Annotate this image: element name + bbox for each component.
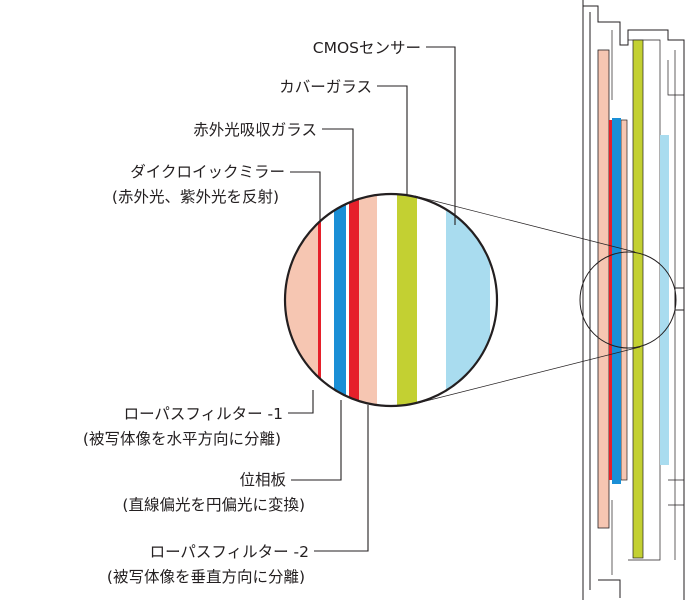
lowpass-filter-plate-2 — [620, 119, 628, 481]
zoom-tangent-top — [414, 195, 636, 253]
ir-absorbing-glass-plate — [612, 118, 617, 484]
zoom-lowpass-filter-1 — [285, 194, 318, 406]
zoom-ir-absorbing-glass-blue — [334, 194, 346, 406]
label-cover-glass: カバーガラス — [279, 78, 372, 96]
zoom-cmos-sensor — [446, 194, 490, 406]
zoom-lowpass-filter-2 — [359, 194, 377, 406]
label-lowpass-filter-2: ローパスフィルター -2 — [150, 543, 309, 561]
lowpass-filter-plate — [597, 49, 610, 529]
label-lowpass-filter-2-note: (被写体像を垂直方向に分離) — [107, 568, 305, 586]
dichroic-mirror-plate — [609, 120, 612, 480]
label-dichroic-mirror: ダイクロイックミラー — [130, 163, 285, 181]
labels: CMOSセンサー カバーガラス 赤外光吸収ガラス ダイクロイックミラー (赤外光… — [83, 39, 421, 586]
magnified-region-marker — [579, 251, 677, 349]
leader-lines — [288, 46, 456, 552]
sensor-assembly-cross-section — [579, 0, 685, 600]
zoom-ir-absorbing-glass-red — [349, 194, 359, 406]
leader-cmos-sensor — [426, 46, 456, 225]
leader-lowpass-filter-2 — [314, 405, 369, 552]
housing-outline — [582, 0, 685, 600]
zoom-tangent-bottom — [417, 346, 641, 404]
label-cmos-sensor: CMOSセンサー — [313, 39, 421, 57]
ir-absorbing-glass-plate-2 — [617, 118, 621, 484]
label-phase-plate-note: (直線偏光を円偏光に変換) — [122, 496, 305, 514]
leader-cover-glass — [377, 85, 408, 196]
zoom-circle-outline — [283, 192, 499, 408]
leader-dichroic-mirror — [290, 171, 321, 222]
label-lowpass-filter-1-note: (被写体像を水平方向に分離) — [83, 430, 281, 448]
label-ir-absorbing-glass: 赤外光吸収ガラス — [193, 121, 317, 139]
cmos-sensor-plate — [660, 135, 669, 465]
label-dichroic-mirror-note: (赤外光、紫外光を反射) — [112, 188, 279, 206]
leader-lowpass-filter-1 — [288, 390, 314, 414]
label-phase-plate: 位相板 — [239, 471, 286, 489]
leader-phase-plate — [291, 400, 342, 481]
magnified-filter-layers — [285, 194, 497, 406]
zoom-cover-glass — [397, 194, 417, 406]
connector-tab — [674, 287, 685, 311]
label-lowpass-filter-1: ローパスフィルター -1 — [124, 405, 283, 423]
leader-ir-absorbing-glass — [322, 128, 354, 200]
zoom-dichroic-mirror — [318, 194, 321, 406]
cover-glass-plate — [632, 39, 644, 559]
